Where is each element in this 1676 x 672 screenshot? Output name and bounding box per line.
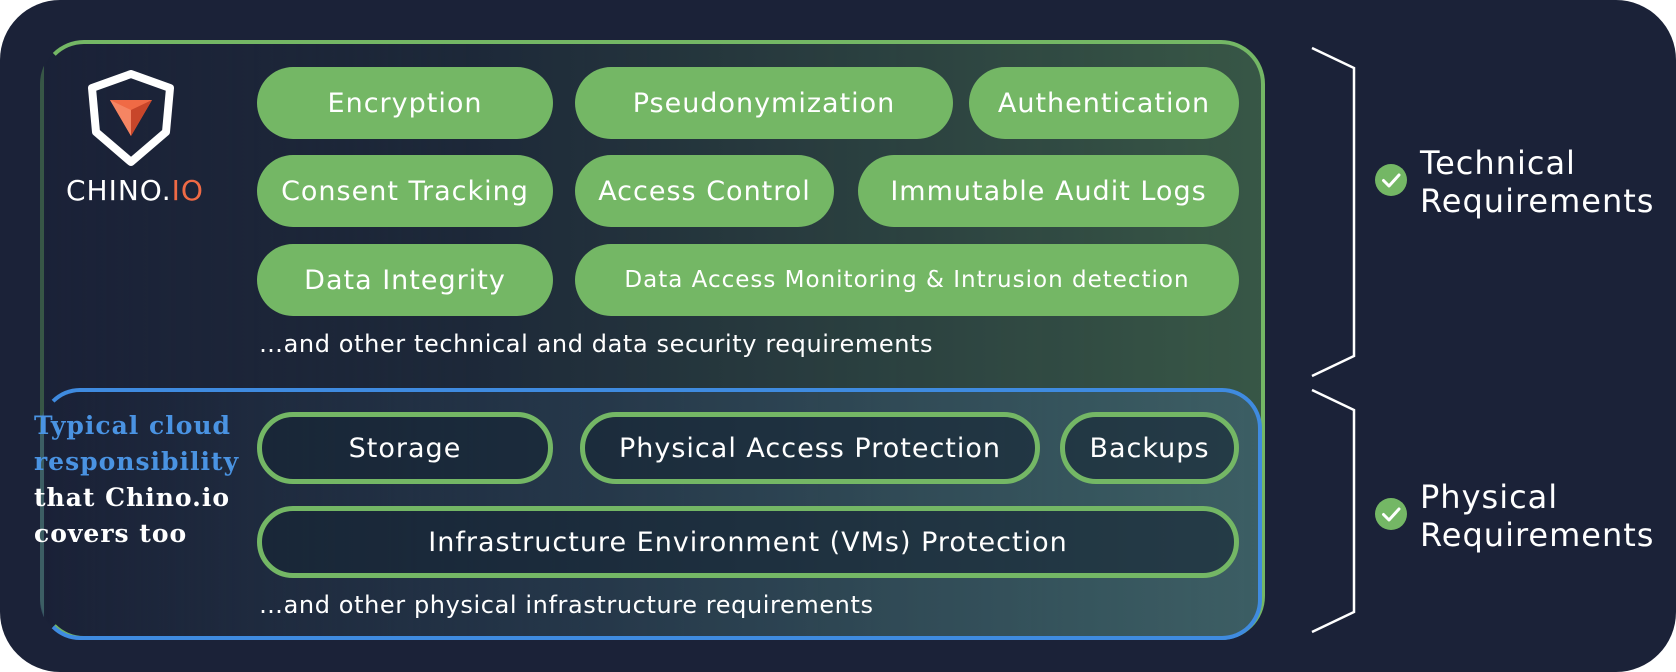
pill-storage: Storage (257, 412, 553, 484)
cloud-responsibility-note: Typical cloud responsibility that Chino.… (34, 408, 239, 552)
pill-backups: Backups (1060, 412, 1239, 484)
logo-wordmark-accent: IO (171, 174, 204, 207)
pill-consent-tracking: Consent Tracking (257, 155, 553, 227)
cloud-note-line-4: covers too (34, 519, 188, 548)
technical-requirements-label: Technical Requirements (1420, 144, 1654, 220)
technical-label-line-2: Requirements (1420, 182, 1655, 220)
physical-label-line-2: Requirements (1420, 516, 1655, 554)
pill-authentication: Authentication (969, 67, 1239, 139)
check-circle-icon (1375, 164, 1407, 196)
shield-triangle-logo-icon (88, 70, 174, 166)
technical-brace (1311, 46, 1356, 378)
pill-data-integrity: Data Integrity (257, 244, 553, 316)
physical-other-note: …and other physical infrastructure requi… (259, 591, 874, 619)
physical-label-line-1: Physical (1420, 478, 1559, 516)
check-circle-icon (1375, 498, 1407, 530)
physical-brace (1311, 388, 1356, 634)
pill-encryption: Encryption (257, 67, 553, 139)
pill-data-access-monitoring: Data Access Monitoring & Intrusion detec… (575, 244, 1239, 316)
logo-wordmark: CHINO.IO (66, 174, 203, 207)
physical-requirements-label: Physical Requirements (1420, 478, 1654, 554)
cloud-note-line-3: that Chino.io (34, 483, 231, 512)
chino-logo: CHINO.IO (66, 70, 203, 210)
logo-wordmark-main: CHINO. (66, 174, 172, 207)
technical-other-note: …and other technical and data security r… (259, 330, 934, 358)
pill-pseudonymization: Pseudonymization (575, 67, 953, 139)
pill-immutable-audit-logs: Immutable Audit Logs (858, 155, 1239, 227)
pill-access-control: Access Control (575, 155, 834, 227)
pill-infrastructure-environment: Infrastructure Environment (VMs) Protect… (257, 506, 1239, 578)
cloud-note-line-1: Typical cloud (34, 411, 232, 440)
pill-physical-access-protection: Physical Access Protection (580, 412, 1040, 484)
technical-label-line-1: Technical (1420, 144, 1576, 182)
cloud-note-line-2: responsibility (34, 447, 240, 476)
